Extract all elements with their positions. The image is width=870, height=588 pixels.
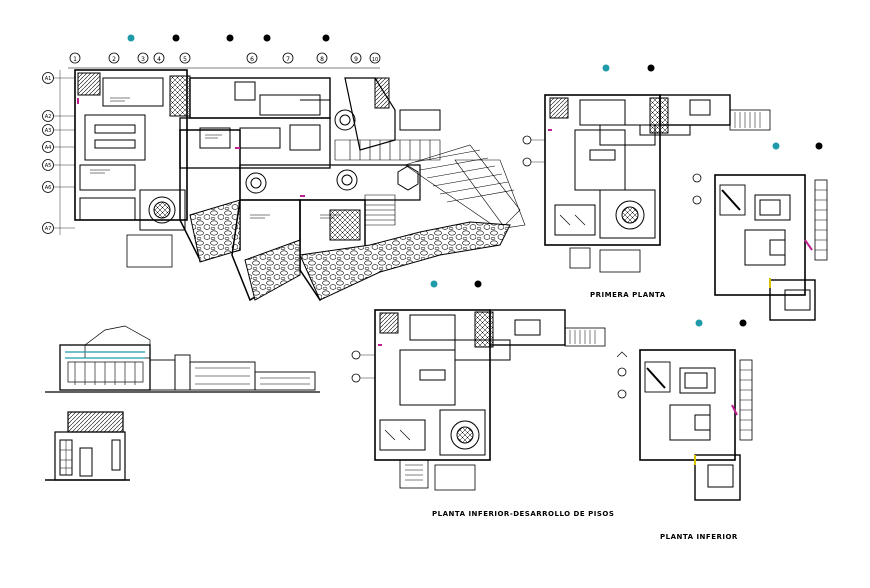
grid-bubble <box>351 350 361 360</box>
grid-bubble <box>522 157 532 167</box>
upper-level-plan-right <box>714 174 828 321</box>
grid-bubble <box>351 373 361 383</box>
grid-label: 2 <box>112 56 116 63</box>
section-marker-icon <box>695 319 703 327</box>
grid-bubble: 4 <box>153 52 165 64</box>
section-marker-icon <box>739 319 747 327</box>
section-marker-icon <box>647 64 655 72</box>
section-marker-icon <box>172 34 180 42</box>
grid-bubble: A4 <box>42 141 54 153</box>
grid-bubble: 9 <box>350 52 362 64</box>
grid-bubble <box>617 389 627 399</box>
grid-bubble: 8 <box>316 52 328 64</box>
upper-level-markers <box>692 142 823 205</box>
grid-label: 9 <box>354 56 358 63</box>
section-marker-icon <box>226 34 234 42</box>
grid-label: 8 <box>320 56 324 63</box>
grid-bubble: A2 <box>42 110 54 122</box>
grid-label: 10 <box>372 57 378 63</box>
grid-label: 1 <box>73 56 77 63</box>
grid-bubble: A1 <box>42 72 54 84</box>
grid-label: A4 <box>45 145 52 151</box>
grid-label: 4 <box>157 56 161 63</box>
building-elevation <box>45 325 320 393</box>
grid-label: 6 <box>250 56 254 63</box>
row-grid-markers: A1 A2 A3 A4 A5 A6 A7 <box>42 70 75 235</box>
grid-bubble <box>617 367 627 377</box>
section-marker-icon <box>430 280 438 288</box>
grid-label: A7 <box>45 226 52 232</box>
grid-bubble: 7 <box>282 52 294 64</box>
grid-bubble: A3 <box>42 124 54 136</box>
grid-bubble: 2 <box>108 52 120 64</box>
grid-label: A2 <box>45 114 52 120</box>
section-marker-icon <box>815 142 823 150</box>
grid-label: A1 <box>45 76 52 82</box>
grid-bubble: 3 <box>137 52 149 64</box>
grid-bubble: A5 <box>42 159 54 171</box>
primera-planta-plan <box>544 94 771 273</box>
planta-inferior-markers <box>616 319 747 399</box>
section-marker-icon <box>322 34 330 42</box>
caption-planta-inferior-desarrollo: PLANTA INFERIOR-DESARROLLO DE PISOS <box>432 510 615 518</box>
planta-inferior-desarrollo-plan <box>374 309 606 491</box>
planta-inferior-desarrollo-markers <box>351 280 482 383</box>
section-marker-icon <box>772 142 780 150</box>
grid-bubble: A7 <box>42 222 54 234</box>
grid-bubble <box>522 135 532 145</box>
main-floor-plan <box>68 67 526 302</box>
grid-bubble <box>692 195 702 205</box>
section-marker-icon <box>602 64 610 72</box>
column-grid-markers: 1 2 3 4 5 6 7 8 9 10 <box>69 34 381 64</box>
grid-label: A6 <box>45 185 52 191</box>
grid-label: 7 <box>286 56 290 63</box>
caption-primera-planta: PRIMERA PLANTA <box>590 291 666 299</box>
grid-bubble: 1 <box>69 52 81 64</box>
grid-bubble: 6 <box>246 52 258 64</box>
side-elevation <box>45 411 130 481</box>
grid-bubble <box>692 173 702 183</box>
section-marker-icon <box>474 280 482 288</box>
grid-label: 5 <box>183 56 187 63</box>
planta-inferior-plan <box>639 349 753 501</box>
grid-label: A3 <box>45 128 52 134</box>
grid-bubble: 5 <box>179 52 191 64</box>
grid-bubble: 10 <box>369 52 381 64</box>
section-marker-icon <box>127 34 135 42</box>
primera-planta-markers <box>522 64 655 167</box>
grid-label: 3 <box>141 56 145 63</box>
section-marker-icon <box>263 34 271 42</box>
caption-planta-inferior: PLANTA INFERIOR <box>660 533 738 541</box>
grid-label: A5 <box>45 163 52 169</box>
grid-bubble: A6 <box>42 181 54 193</box>
